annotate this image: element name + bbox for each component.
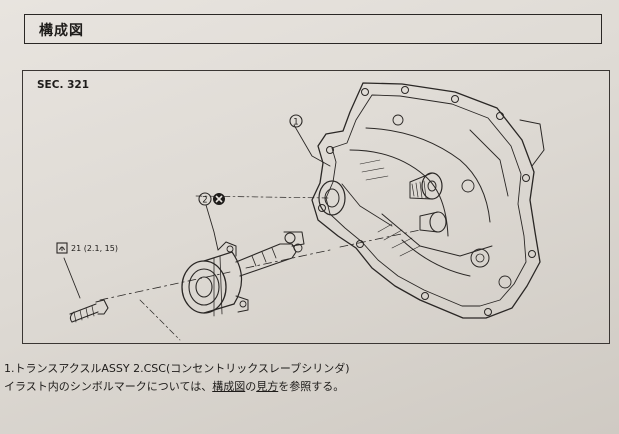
link-layout-diagram[interactable]: 構成図 xyxy=(212,380,246,393)
callout-1-number: 1 xyxy=(293,118,298,128)
symbol-note: イラスト内のシンボルマークについては、構成図の見方を参照する。 xyxy=(4,378,344,394)
link-how-to-read[interactable]: 見方 xyxy=(256,380,279,393)
callout-2: 2 xyxy=(198,192,225,206)
section-code-label: SEC. 321 xyxy=(37,79,90,91)
parts-legend: 1.トランスアクスルASSY 2.CSC(コンセントリックスレーブシリンダ) xyxy=(4,362,350,375)
transaxle-housing-outline xyxy=(311,82,541,319)
do-not-reuse-cross-icon xyxy=(213,193,225,205)
callout-2-number: 2 xyxy=(202,196,207,206)
csc-slave-cylinder xyxy=(181,231,305,317)
torque-wrench-icon xyxy=(56,242,68,254)
figure-frame xyxy=(22,70,610,344)
section-header-box: 構成図 xyxy=(24,14,602,44)
symbol-note-text-3: を参照する。 xyxy=(278,380,345,393)
symbol-note-text-1: イラスト内のシンボルマークについては、 xyxy=(4,380,213,393)
callout-1: 1 xyxy=(289,114,303,128)
section-title: 構成図 xyxy=(39,23,84,39)
symbol-note-text-2: の xyxy=(245,380,257,393)
mounting-bolt xyxy=(69,299,109,323)
torque-spec: 21 (2.1, 15) xyxy=(71,244,118,253)
